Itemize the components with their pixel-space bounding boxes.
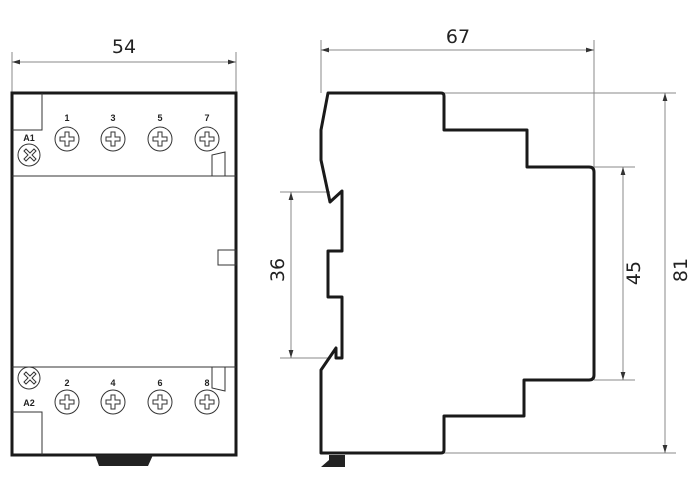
terminal-label: 5 bbox=[157, 113, 162, 123]
terminal-screw-icon bbox=[147, 126, 173, 152]
terminal-screw-icon bbox=[100, 126, 126, 152]
width-label: 54 bbox=[112, 36, 136, 58]
terminal-screw-icon bbox=[100, 389, 126, 415]
a2-label: A2 bbox=[23, 398, 35, 408]
rail-label: 36 bbox=[267, 258, 289, 282]
depth-dimension: 67 bbox=[320, 26, 595, 167]
side-view bbox=[319, 91, 596, 467]
terminal-label: 4 bbox=[110, 378, 115, 388]
front-height-label: 45 bbox=[623, 261, 645, 285]
rail-dimension: 36 bbox=[267, 191, 330, 359]
terminal-label: 7 bbox=[204, 113, 209, 123]
width-dimension: 54 bbox=[11, 36, 237, 93]
front-height-dimension: 45 bbox=[594, 166, 645, 381]
din-clip bbox=[95, 455, 153, 466]
terminal-label: 2 bbox=[64, 378, 69, 388]
depth-label: 67 bbox=[446, 26, 470, 48]
terminal-screw-icon bbox=[54, 126, 80, 152]
terminal-screw-icon bbox=[147, 389, 173, 415]
terminal-screw-icon bbox=[194, 389, 220, 415]
terminal-screw-icon bbox=[54, 389, 80, 415]
terminal-label: 1 bbox=[64, 113, 69, 123]
side-profile bbox=[319, 91, 596, 455]
side-tab bbox=[217, 249, 237, 266]
screw-x-icon bbox=[17, 366, 41, 390]
a1-label: A1 bbox=[23, 133, 35, 143]
terminal-label: 3 bbox=[110, 113, 115, 123]
front-view: A1 A2 1 3 5 7 2 4 6 8 bbox=[10, 91, 238, 466]
terminal-label: 6 bbox=[157, 378, 162, 388]
screw-x-icon bbox=[17, 143, 41, 167]
side-clip bbox=[321, 455, 345, 467]
terminal-label: 8 bbox=[204, 378, 209, 388]
height-dimension: 81 bbox=[444, 92, 692, 454]
terminal-screw-icon bbox=[194, 126, 220, 152]
front-housing bbox=[10, 91, 238, 457]
height-label: 81 bbox=[670, 258, 692, 282]
